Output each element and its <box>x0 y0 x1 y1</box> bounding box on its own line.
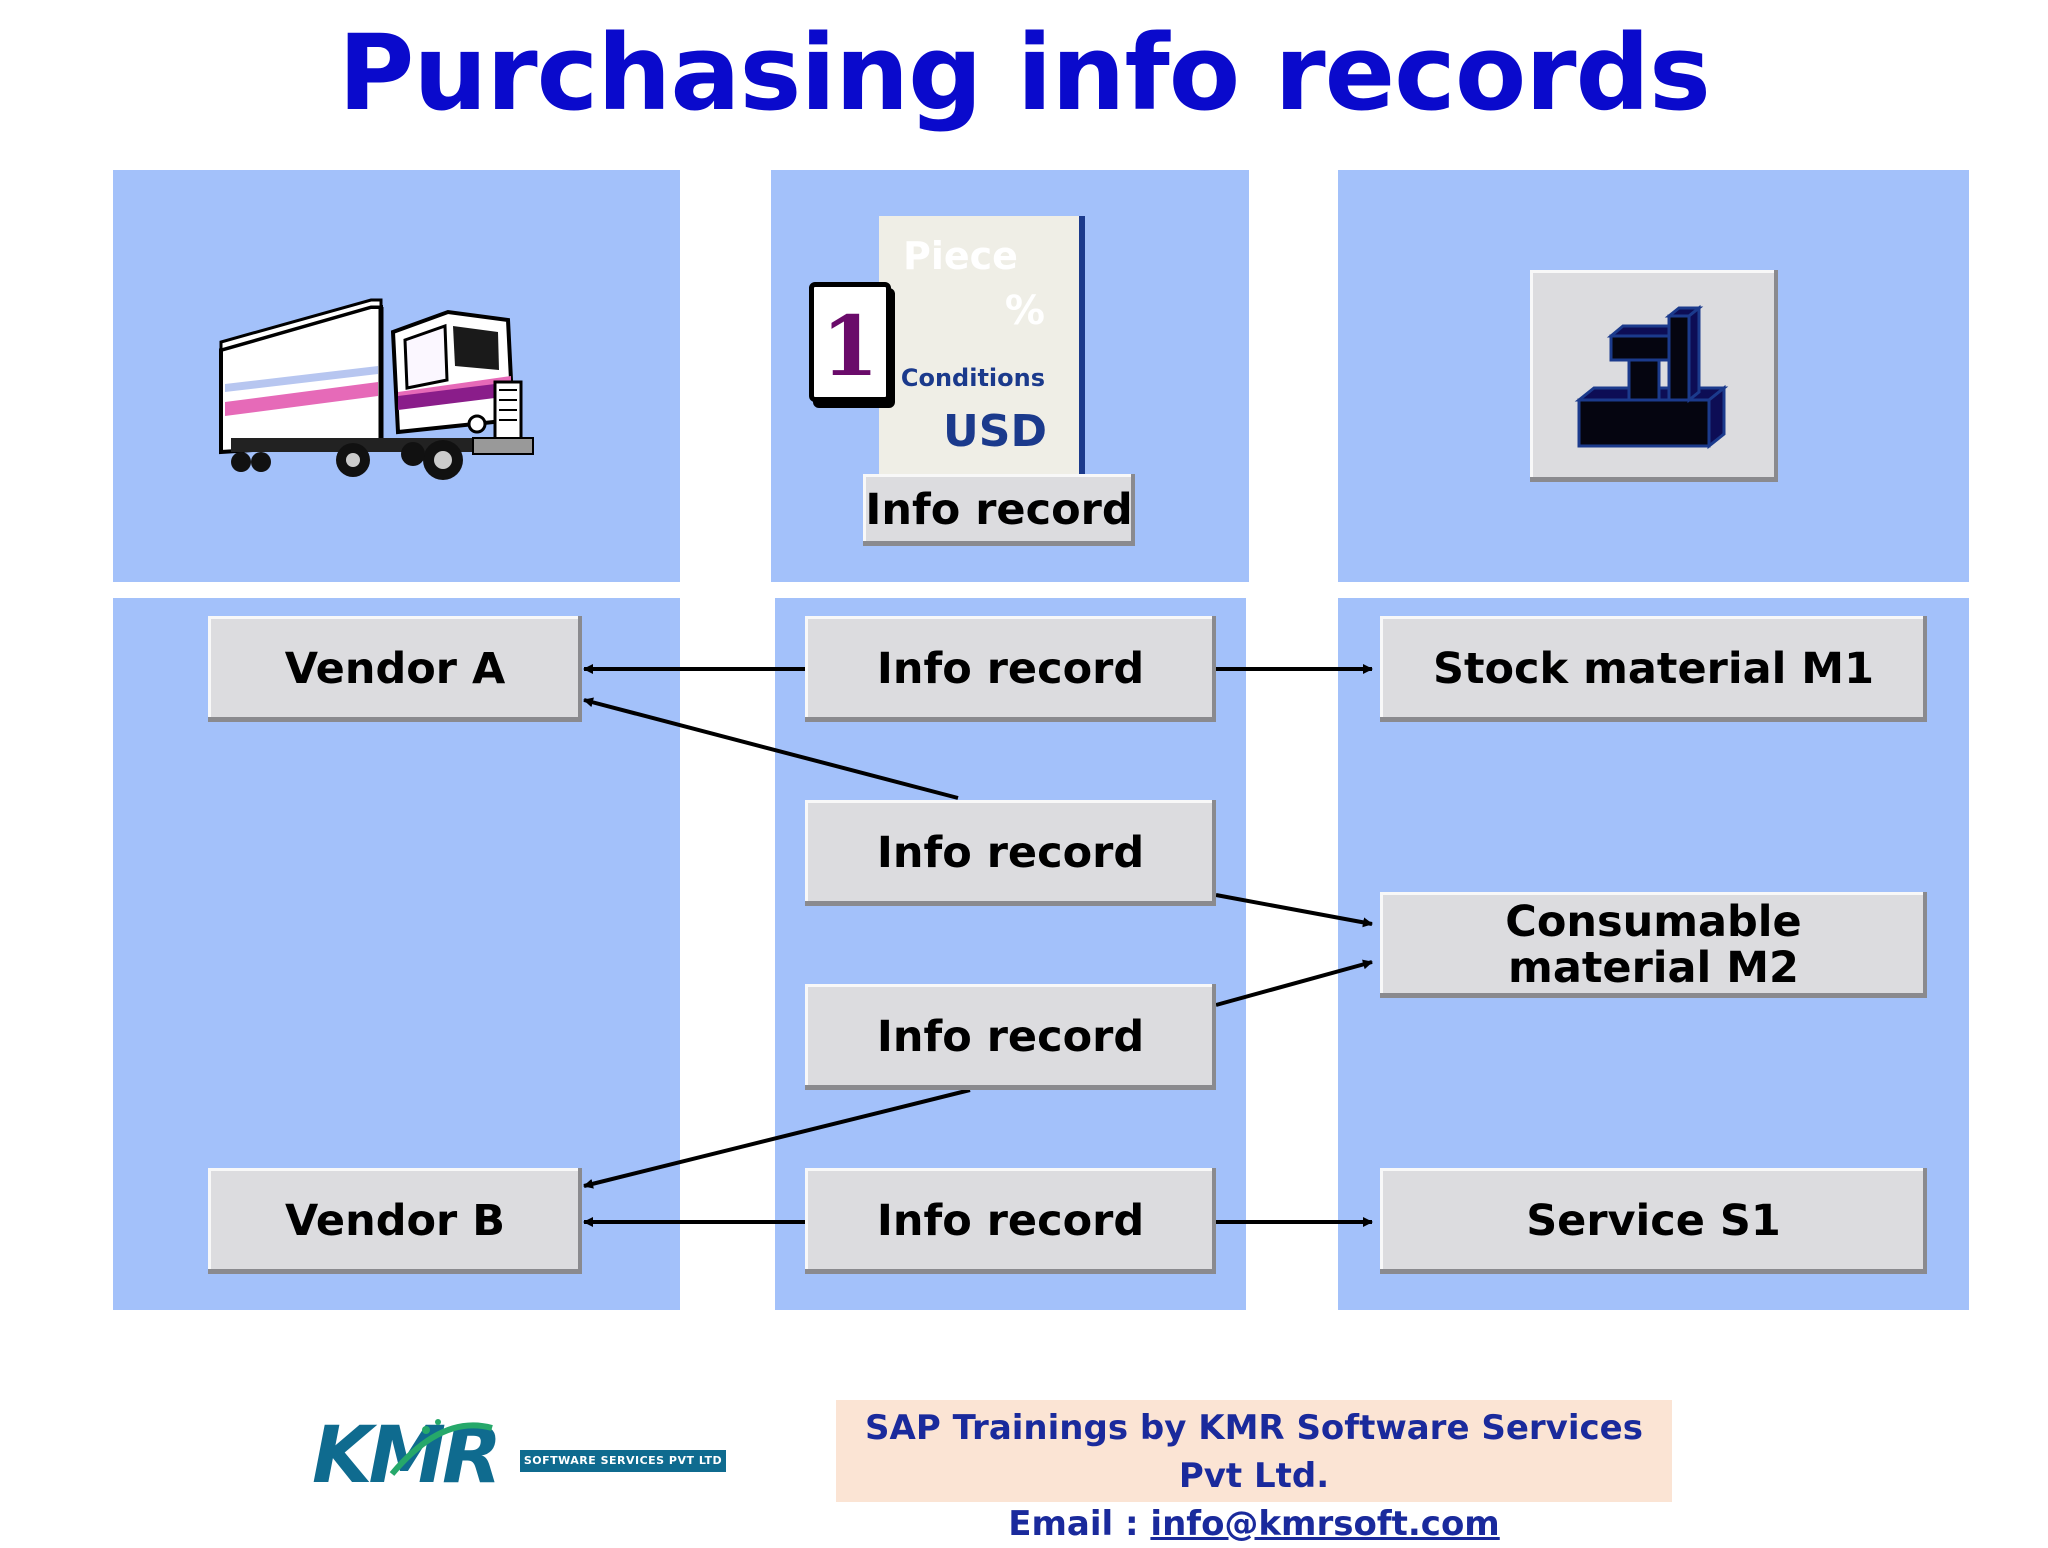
footer-banner: SAP Trainings by KMR Software Services P… <box>836 1400 1672 1544</box>
info-record-label-1: Info record <box>876 643 1145 694</box>
calendar-icon: 1 <box>809 282 891 402</box>
kmr-logo-subtext: SOFTWARE SERVICES PVT LTD <box>520 1450 726 1472</box>
piece-label: Piece <box>903 234 1018 278</box>
conditions-label: Conditions <box>900 364 1045 392</box>
stock-material-label: Stock material M1 <box>1432 643 1875 694</box>
info-record-box-2[interactable]: Info record <box>805 800 1216 906</box>
info-record-box-3[interactable]: Info record <box>805 984 1216 1090</box>
consumable-material-line2: material M2 <box>1508 943 1799 993</box>
info-record-image-panel: Piece % Conditions USD 1 Info record <box>771 170 1249 582</box>
vendor-image-panel <box>113 170 680 582</box>
arrow-info2-vendor-a <box>583 697 959 800</box>
consumable-material-line1: Consumable <box>1505 896 1802 947</box>
footer-email-link[interactable]: info@kmrsoft.com <box>1150 1504 1500 1544</box>
service-box[interactable]: Service S1 <box>1380 1168 1927 1274</box>
footer-line1: SAP Trainings by KMR Software Services P… <box>865 1408 1643 1496</box>
vendor-b-box[interactable]: Vendor B <box>208 1168 582 1274</box>
info-record-caption: Info record <box>865 484 1133 535</box>
material-icon-frame <box>1530 270 1778 482</box>
truck-icon <box>219 298 534 480</box>
kmr-logo: KMR SOFTWARE SERVICES PVT LTD <box>312 1412 732 1502</box>
info-record-label-3: Info record <box>876 1011 1145 1062</box>
material-image-panel <box>1338 170 1969 582</box>
info-record-box-4[interactable]: Info record <box>805 1168 1216 1274</box>
consumable-material-box[interactable]: Consumable material M2 <box>1380 892 1927 998</box>
info-record-label-4: Info record <box>876 1195 1145 1246</box>
page-title: Purchasing info records <box>338 12 1711 134</box>
calendar-number: 1 <box>821 299 879 395</box>
vendor-a-label: Vendor A <box>284 643 506 694</box>
percent-label: % <box>1004 288 1045 334</box>
footer-line2: Email : info@kmrsoft.com <box>836 1500 1672 1548</box>
service-label: Service S1 <box>1526 1195 1781 1246</box>
currency-label: USD <box>943 406 1047 457</box>
stock-material-box[interactable]: Stock material M1 <box>1380 616 1927 722</box>
logo-swoosh-icon <box>389 1419 493 1476</box>
footer-email-label: Email : <box>1008 1504 1151 1544</box>
arrow-info3-vendor-b <box>583 1088 971 1189</box>
info-record-label-2: Info record <box>876 827 1145 878</box>
conditions-document: Piece % Conditions USD <box>879 216 1079 474</box>
vendor-b-label: Vendor B <box>285 1195 505 1246</box>
material-block-icon <box>1574 304 1729 450</box>
arrow-info3-consumable-m2 <box>1215 959 1373 1007</box>
info-record-box-1[interactable]: Info record <box>805 616 1216 722</box>
info-record-caption-box: Info record <box>863 474 1135 546</box>
arrow-info2-consumable-m2 <box>1215 893 1373 928</box>
vendor-a-box[interactable]: Vendor A <box>208 616 582 722</box>
